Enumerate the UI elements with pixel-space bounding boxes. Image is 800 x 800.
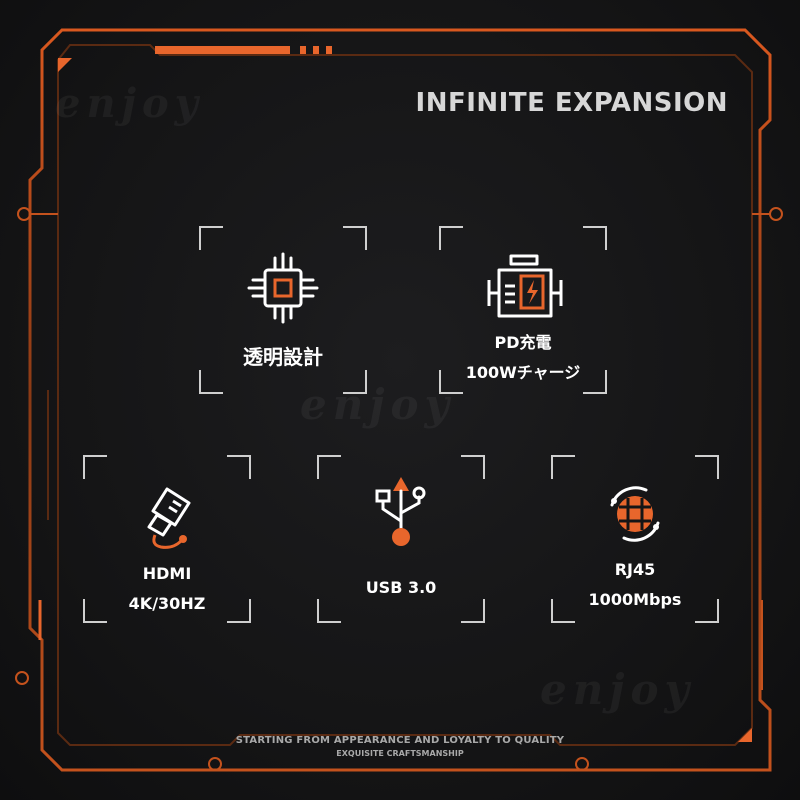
ethernet-globe-icon <box>610 486 660 542</box>
watermark-logo: enjoy <box>55 80 204 127</box>
chip-icon <box>247 252 319 324</box>
feature-sublabel: 4K/30HZ <box>128 594 206 613</box>
feature-card-transparent-design: 透明設計 <box>199 226 367 394</box>
feature-card-rj45: RJ45 1000Mbps <box>551 455 719 623</box>
feature-label: PD充電 <box>494 333 552 352</box>
feature-label: HDMI <box>142 564 192 583</box>
footer-line-1: STARTING FROM APPEARANCE AND LOYALTY TO … <box>235 735 565 746</box>
feature-card-hdmi: HDMI 4K/30HZ <box>83 455 251 623</box>
watermark-logo: enjoy <box>300 380 455 429</box>
feature-card-usb: USB 3.0 <box>317 455 485 623</box>
feature-label: 透明設計 <box>243 345 323 369</box>
usb-icon <box>375 477 426 546</box>
feature-label: RJ45 <box>614 560 656 579</box>
watermark-logo: enjoy <box>540 665 695 714</box>
footer-line-2: EXQUISITE CRAFTSMANSHIP <box>336 749 464 758</box>
power-engine-icon <box>487 254 563 318</box>
feature-sublabel: 1000Mbps <box>588 590 682 609</box>
feature-sublabel: 100Wチャージ <box>465 363 581 382</box>
feature-card-pd-charging: PD充電 100Wチャージ <box>439 226 607 394</box>
hdmi-cable-icon <box>147 487 191 549</box>
feature-label: USB 3.0 <box>365 578 437 597</box>
page-title: INFINITE EXPANSION <box>415 88 728 118</box>
